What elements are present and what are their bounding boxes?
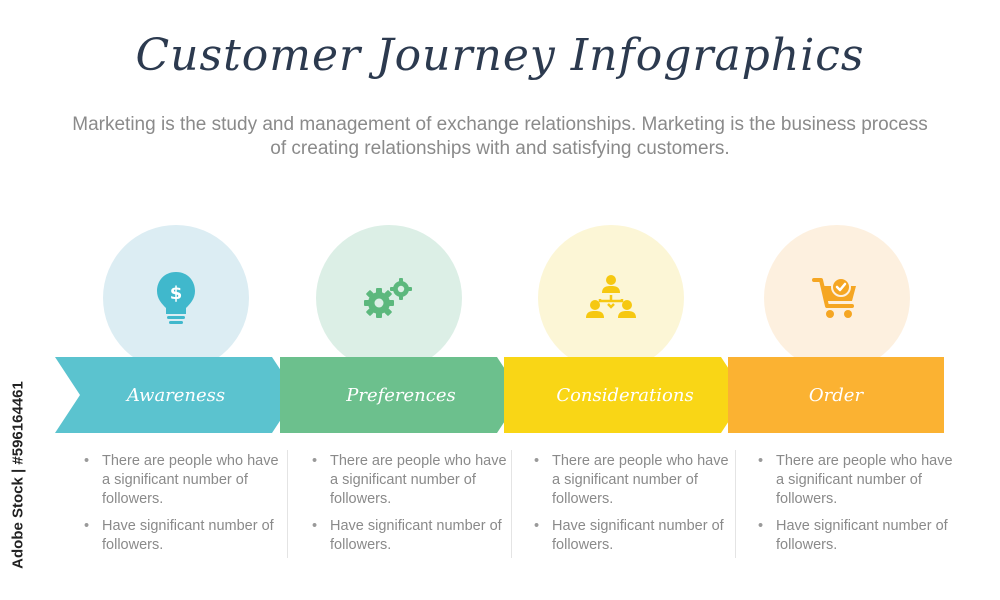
- awareness-banner: Awareness: [55, 357, 297, 433]
- considerations-banner: Considerations: [504, 357, 746, 433]
- preferences-label: Preferences: [346, 384, 456, 406]
- list-item: There are people who have a significant …: [530, 452, 730, 509]
- awareness-bullets: There are people who have a significant …: [80, 452, 280, 563]
- list-item: Have significant number of followers.: [80, 517, 280, 555]
- list-item: Have significant number of followers.: [308, 517, 508, 555]
- column-divider: [287, 450, 288, 558]
- order-bullets: There are people who have a significant …: [754, 452, 954, 563]
- stock-id: Adobe Stock | #596164461: [4, 360, 32, 590]
- stock-id-text: Adobe Stock | #596164461: [9, 381, 27, 569]
- preferences-circle: [316, 225, 462, 371]
- order-banner: Order: [728, 357, 944, 433]
- awareness-circle: $: [103, 225, 249, 371]
- considerations-label: Considerations: [556, 384, 694, 406]
- considerations-circle: [538, 225, 684, 371]
- column-divider: [735, 450, 736, 558]
- order-label: Order: [808, 384, 864, 406]
- gears-icon: [364, 278, 412, 318]
- awareness-label: Awareness: [126, 384, 226, 406]
- svg-text:$: $: [170, 283, 183, 304]
- shopping-cart-check-icon: [812, 277, 856, 318]
- page-title: Customer Journey Infographics: [135, 30, 865, 81]
- preferences-banner: Preferences: [280, 357, 522, 433]
- list-item: There are people who have a significant …: [308, 452, 508, 509]
- page-subtitle: Marketing is the study and management of…: [72, 114, 928, 159]
- lightbulb-dollar-icon: $: [157, 272, 195, 324]
- preferences-bullets: There are people who have a significant …: [308, 452, 508, 563]
- column-divider: [511, 450, 512, 558]
- hierarchy-people-icon: [586, 275, 636, 318]
- considerations-bullets: There are people who have a significant …: [530, 452, 730, 563]
- list-item: There are people who have a significant …: [80, 452, 280, 509]
- list-item: There are people who have a significant …: [754, 452, 954, 509]
- list-item: Have significant number of followers.: [754, 517, 954, 555]
- list-item: Have significant number of followers.: [530, 517, 730, 555]
- order-circle: [764, 225, 910, 371]
